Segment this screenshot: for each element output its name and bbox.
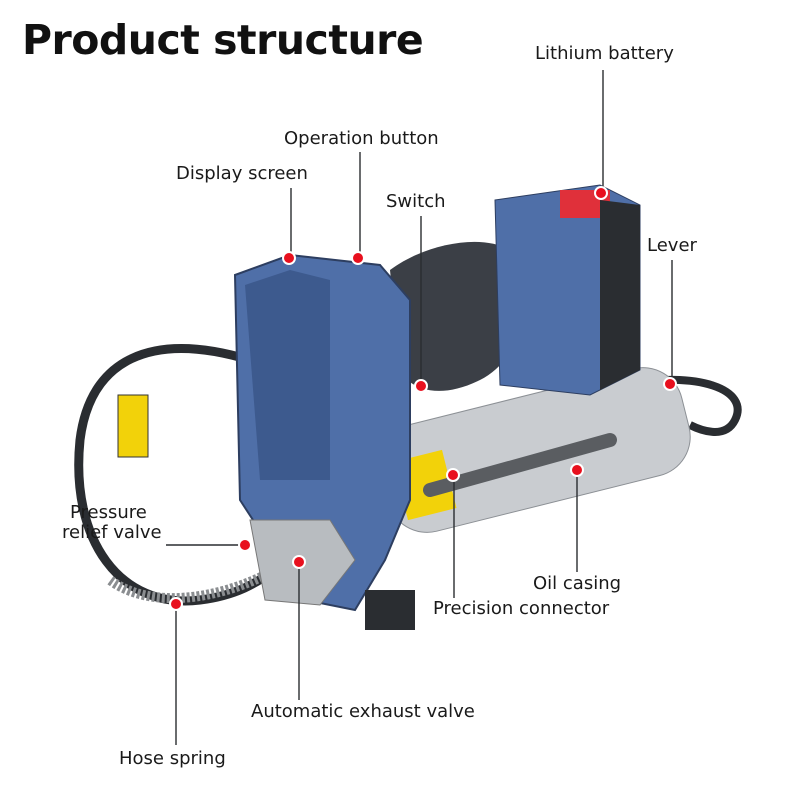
label-pressure-relief-valve-line2: relief valve xyxy=(62,522,162,543)
marker-hose-spring xyxy=(169,597,183,611)
label-precision-connector: Precision connector xyxy=(433,598,610,619)
marker-dots xyxy=(169,186,677,611)
marker-oil-casing xyxy=(570,463,584,477)
marker-switch xyxy=(414,379,428,393)
label-operation-button: Operation button xyxy=(284,128,439,149)
label-automatic-exhaust-valve: Automatic exhaust valve xyxy=(251,701,475,722)
label-oil-casing: Oil casing xyxy=(533,573,622,594)
handle xyxy=(390,241,528,391)
marker-precision-connector xyxy=(446,468,460,482)
marker-automatic-exhaust-valve xyxy=(292,555,306,569)
label-pressure-relief-valve-line1: Pressure xyxy=(70,502,147,523)
label-lithium-battery: Lithium battery xyxy=(535,43,674,64)
label-display-screen: Display screen xyxy=(176,163,308,184)
display-panel xyxy=(245,270,330,480)
label-switch: Switch xyxy=(386,191,446,212)
leader-lines xyxy=(166,70,673,745)
label-lever: Lever xyxy=(647,235,697,256)
marker-operation-button xyxy=(351,251,365,265)
hose-spring xyxy=(107,565,278,604)
label-hose-spring: Hose spring xyxy=(119,748,226,769)
page-title: Product structure xyxy=(22,16,424,64)
connector-spring xyxy=(423,433,617,497)
base-foot xyxy=(365,590,415,630)
marker-lithium-battery xyxy=(594,186,608,200)
marker-pressure-relief-valve xyxy=(238,538,252,552)
hose-tag xyxy=(117,394,149,458)
marker-display-screen xyxy=(282,251,296,265)
marker-lever xyxy=(663,377,677,391)
